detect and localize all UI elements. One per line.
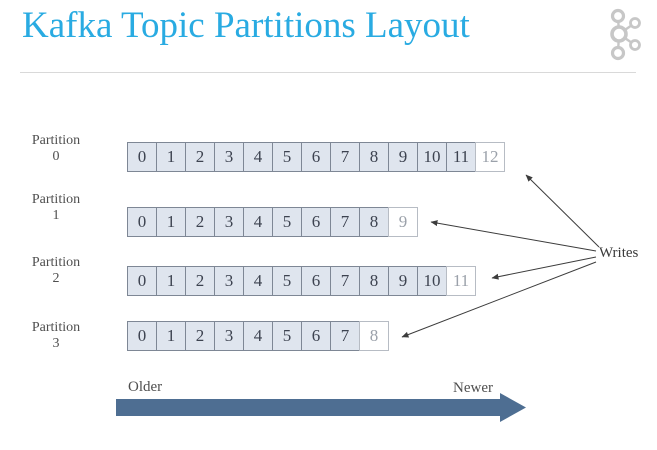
partition-label-line1: Partition (31, 320, 81, 335)
offset-cell: 7 (330, 142, 360, 172)
offset-cell: 1 (156, 207, 186, 237)
offset-cell: 3 (214, 266, 244, 296)
partition-label-line2: 1 (52, 208, 60, 223)
offset-cell: 0 (127, 207, 157, 237)
offset-cell: 4 (243, 207, 273, 237)
logo-node (610, 25, 628, 43)
offset-cell: 7 (330, 321, 360, 351)
offset-cell: 3 (214, 142, 244, 172)
next-offset-cell: 8 (359, 321, 389, 351)
offset-cell: 9 (388, 142, 418, 172)
offset-cell: 10 (417, 266, 447, 296)
offset-cell: 4 (243, 142, 273, 172)
offset-cell: 7 (330, 207, 360, 237)
writes-label: Writes (599, 245, 639, 261)
offset-cell: 3 (214, 321, 244, 351)
offset-cell: 8 (359, 142, 389, 172)
logo-node (629, 17, 641, 29)
kafka-logo-icon (610, 8, 641, 61)
offset-cell: 0 (127, 266, 157, 296)
offset-cell: 4 (243, 266, 273, 296)
offset-cell: 3 (214, 207, 244, 237)
offset-cell: 9 (388, 266, 418, 296)
partition-label-line1: Partition (31, 255, 81, 270)
next-offset-cell: 11 (446, 266, 476, 296)
offset-cell: 5 (272, 321, 302, 351)
offset-cell: 1 (156, 266, 186, 296)
logo-node (610, 8, 626, 24)
logo-node (629, 39, 641, 51)
partition-label-line1: Partition (31, 133, 81, 148)
offset-cell: 0 (127, 142, 157, 172)
offset-cell: 2 (185, 142, 215, 172)
next-offset-cell: 12 (475, 142, 505, 172)
offset-cell: 5 (272, 142, 302, 172)
logo-node (610, 45, 626, 61)
offset-cell: 11 (446, 142, 476, 172)
offset-cell: 2 (185, 321, 215, 351)
partition-label-line2: 0 (52, 149, 60, 164)
offset-cell: 1 (156, 321, 186, 351)
offset-cell: 5 (272, 266, 302, 296)
slide-title: Kafka Topic Partitions Layout (22, 5, 470, 46)
offset-cell: 4 (243, 321, 273, 351)
offset-cell: 1 (156, 142, 186, 172)
offset-cell: 0 (127, 321, 157, 351)
offset-cell: 8 (359, 266, 389, 296)
offset-cell: 5 (272, 207, 302, 237)
title-divider (20, 72, 636, 73)
offset-cell: 6 (301, 207, 331, 237)
older-label: Older (128, 379, 163, 395)
offset-cell: 7 (330, 266, 360, 296)
partition-label-line1: Partition (31, 192, 81, 207)
next-offset-cell: 9 (388, 207, 418, 237)
offset-cell: 6 (301, 321, 331, 351)
offset-cell: 6 (301, 266, 331, 296)
offset-cell: 6 (301, 142, 331, 172)
offset-cell: 10 (417, 142, 447, 172)
offset-cell: 2 (185, 266, 215, 296)
partition-label-line2: 3 (52, 336, 60, 351)
newer-label: Newer (453, 380, 493, 396)
offset-cell: 8 (359, 207, 389, 237)
partition-label-line2: 2 (52, 271, 60, 286)
offset-cell: 2 (185, 207, 215, 237)
